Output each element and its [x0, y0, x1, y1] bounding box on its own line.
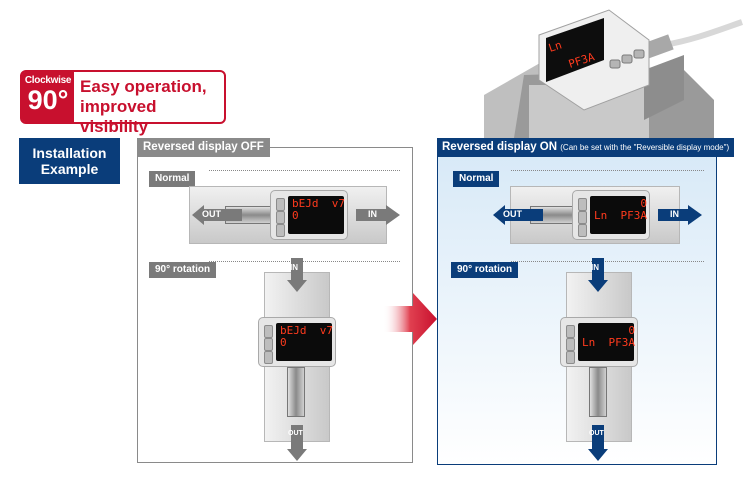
on-in-arrow — [658, 205, 702, 225]
on-out-v-label: OUT — [589, 430, 604, 437]
product-photo: Ln PF3A — [484, 9, 743, 138]
sensor-button — [566, 325, 575, 338]
badge-line-2: improved visibility — [80, 97, 157, 136]
off-in-arrow — [356, 205, 400, 225]
on-out-label: OUT — [503, 209, 522, 219]
off-rotation-fitting — [287, 367, 305, 417]
sensor-button — [578, 198, 587, 211]
off-rotation-tag: 90° rotation — [149, 262, 217, 278]
photo-screen-line-1: Ln — [547, 38, 564, 54]
screen-line: Ln PF3A — [594, 209, 647, 222]
off-in-down-arrow — [287, 258, 307, 292]
on-in-down-arrow — [588, 258, 608, 292]
sensor-button — [264, 325, 273, 338]
on-out-down-arrow — [588, 425, 608, 461]
off-in-label: IN — [368, 209, 377, 219]
off-normal-tag: Normal — [149, 171, 196, 187]
off-divider-top — [209, 170, 400, 171]
screen-line: 0 — [292, 209, 299, 222]
install-line-1: Installation — [32, 145, 107, 161]
on-in-label: IN — [670, 209, 679, 219]
sensor-button — [578, 224, 587, 237]
screen-line: Ln PF3A — [582, 336, 635, 349]
off-out-v-label: OUT — [288, 430, 303, 437]
sensor-button — [566, 351, 575, 364]
badge-headline: Easy operation, improved visibility — [80, 77, 224, 137]
screen-line: bEJd v7 — [280, 324, 333, 337]
screen-line: 0 — [594, 197, 647, 210]
transition-arrow — [383, 293, 437, 345]
on-rotation-fitting — [589, 367, 607, 417]
on-in-v-label: IN — [591, 263, 599, 272]
install-line-2: Example — [40, 161, 99, 177]
badge-clockwise-label: Clockwise — [24, 75, 72, 86]
installation-example-label: Installation Example — [19, 138, 120, 184]
panel-on-subtitle: (Can be set with the "Reversible display… — [560, 143, 730, 152]
sensor-button — [264, 338, 273, 351]
on-out-arrow — [493, 205, 543, 225]
panel-on-title: Reversed display ON (Can be set with the… — [437, 138, 735, 157]
sensor-button — [276, 198, 285, 211]
off-out-label: OUT — [202, 209, 221, 219]
rotation-badge: Clockwise 90° — [22, 72, 74, 122]
screen-line: 0 — [280, 336, 287, 349]
off-out-arrow — [192, 205, 242, 225]
badge-line-1: Easy operation, — [80, 77, 207, 96]
sensor-button — [566, 338, 575, 351]
on-divider-top — [511, 170, 704, 171]
off-divider-mid — [209, 261, 400, 262]
sensor-button — [264, 351, 273, 364]
panel-on-title-main: Reversed display ON — [442, 141, 558, 153]
on-normal-tag: Normal — [453, 171, 500, 187]
badge-90-label: 90° — [27, 85, 69, 115]
screen-line: bEJd v7 — [292, 197, 345, 210]
off-in-v-label: IN — [290, 263, 298, 272]
off-out-down-arrow — [287, 425, 307, 461]
sensor-button — [276, 224, 285, 237]
sensor-button — [276, 211, 285, 224]
on-rotation-tag: 90° rotation — [451, 262, 519, 278]
feature-badge: Clockwise 90° Easy operation, improved v… — [20, 70, 226, 136]
sensor-button — [578, 211, 587, 224]
screen-line: 0 — [582, 324, 635, 337]
panel-off-title: Reversed display OFF — [137, 138, 270, 157]
on-divider-mid — [511, 261, 704, 262]
